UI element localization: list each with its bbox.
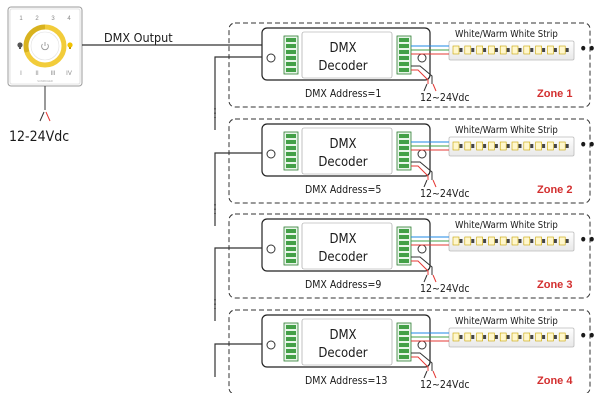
decoder-label: Decoder (318, 155, 367, 170)
decoder-power-wire (411, 256, 437, 283)
dmx-decoder: DMX Decoder (261, 27, 431, 81)
zone-label: Zone 3 (537, 279, 572, 291)
strip-label: White/Warm White Strip (455, 220, 558, 231)
output-wires (411, 45, 449, 55)
dmx-output-label: DMX Output (104, 30, 173, 45)
strip-continuation-icon: ••• (579, 326, 598, 345)
controller-voltage-label: 12-24Vdc (9, 129, 69, 145)
brightness-ring-icon (23, 24, 67, 68)
strip-label: White/Warm White Strip (455, 125, 558, 136)
zone-label: Zone 4 (537, 375, 573, 387)
strip-continuation-icon: ••• (579, 39, 598, 58)
dmx-address-label: DMX Address=13 (305, 375, 387, 387)
decoder-label: DMX (329, 137, 356, 152)
controller-bottom-number: IV (66, 71, 72, 77)
strip-continuation-icon: ••• (579, 230, 598, 249)
output-wires (411, 141, 449, 151)
led-strip (448, 40, 575, 61)
dmx-decoder: DMX Decoder (261, 314, 431, 368)
dmx-chain-wire (214, 343, 262, 377)
address-switch-icon (417, 340, 427, 350)
address-switch-icon (266, 244, 276, 254)
decoder-power-wire (411, 352, 437, 379)
dmx-controller-panel: 1 2 3 4 I II III IV SUNRICHER (7, 6, 83, 87)
controller-top-number: 3 (51, 16, 55, 22)
dmx-address-label: DMX Address=5 (305, 184, 381, 196)
controller-bottom-number: I (20, 71, 22, 77)
output-wires (411, 332, 449, 342)
controller-top-number: 1 (19, 16, 23, 22)
warm-light-icon (67, 42, 73, 49)
decoder-voltage-label: 12~24Vdc (420, 92, 470, 104)
decoder-voltage-label: 12~24Vdc (420, 283, 470, 295)
decoder-label: Decoder (318, 346, 367, 361)
dmx-chain-wire (214, 56, 262, 130)
output-wires (411, 236, 449, 246)
dmx-address-label: DMX Address=9 (305, 279, 381, 291)
address-switch-icon (266, 340, 276, 350)
controller-bottom-number: II (35, 71, 39, 77)
led-strip (448, 231, 575, 252)
decoder-label: Decoder (318, 59, 367, 74)
led-strip (448, 136, 575, 157)
controller-top-number: 4 (67, 16, 71, 22)
cool-light-icon (17, 42, 23, 49)
decoder-label: DMX (329, 328, 356, 343)
zone-frame (228, 309, 591, 393)
decoder-voltage-label: 12~24Vdc (420, 188, 470, 200)
decoder-label: DMX (329, 41, 356, 56)
zone-frame (228, 213, 591, 299)
strip-label: White/Warm White Strip (455, 316, 558, 327)
decoder-power-wire (411, 65, 437, 92)
dmx-chain-wire (214, 247, 262, 321)
controller-power-wire (39, 86, 51, 122)
address-switch-icon (417, 244, 427, 254)
strip-label: White/Warm White Strip (455, 29, 558, 40)
dmx-decoder: DMX Decoder (261, 218, 431, 272)
decoder-label: Decoder (318, 250, 367, 265)
controller-top-number: 2 (35, 16, 39, 22)
power-icon (41, 42, 49, 51)
address-switch-icon (417, 53, 427, 63)
zone-frame (228, 22, 591, 108)
decoder-voltage-label: 12~24Vdc (420, 379, 470, 391)
controller-brand: SUNRICHER (37, 79, 53, 83)
decoder-label: DMX (329, 232, 356, 247)
zone-frame (228, 118, 591, 204)
dmx-address-label: DMX Address=1 (305, 88, 381, 100)
address-switch-icon (417, 149, 427, 159)
led-strip (448, 327, 575, 348)
controller-bottom-number: III (50, 71, 55, 77)
dmx-chain-wire (214, 152, 262, 226)
strip-continuation-icon: ••• (579, 135, 598, 154)
dmx-decoder: DMX Decoder (261, 123, 431, 177)
address-switch-icon (266, 149, 276, 159)
decoder-power-wire (411, 161, 437, 188)
zone-label: Zone 1 (537, 88, 572, 100)
zone-label: Zone 2 (537, 184, 572, 196)
address-switch-icon (266, 53, 276, 63)
